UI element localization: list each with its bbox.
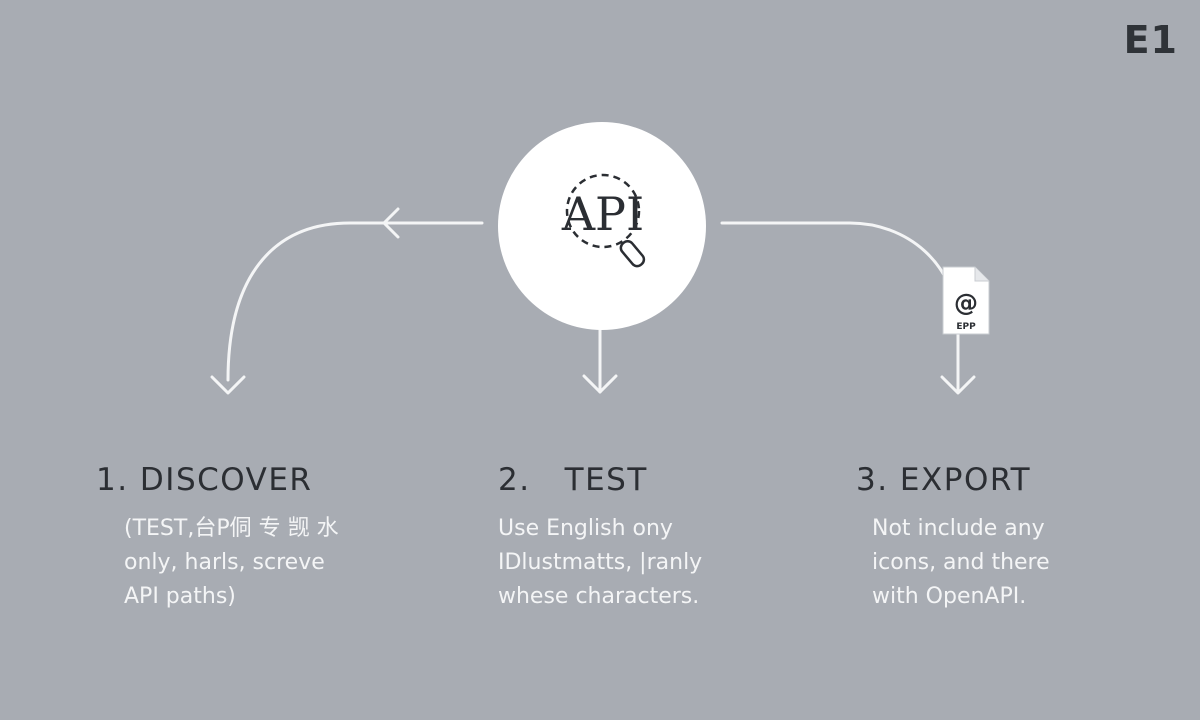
step-test-line: IDlustmatts, |ranly	[498, 550, 703, 575]
step-discover-description: (TEST,台P侗 专 觊 水 only, harls, screve API …	[96, 512, 426, 614]
step-test-line: Use English ony	[498, 516, 673, 541]
step-test-description: Use English ony IDlustmatts, |ranly whes…	[498, 512, 828, 614]
step-test: 2. TEST Use English ony IDlustmatts, |ra…	[498, 462, 828, 614]
step-discover-title: 1. DISCOVER	[96, 462, 313, 498]
step-export: 3. EXPORT Not include any icons, and the…	[856, 462, 1186, 614]
step-export-line: with OpenAPI.	[872, 584, 1027, 609]
arrowhead-down-test-icon	[582, 374, 618, 394]
step-export-title: 3. EXPORT	[856, 462, 1032, 498]
step-discover-line: (TEST,台P侗 专 觊 水	[124, 516, 339, 541]
api-hub-circle	[498, 122, 706, 330]
connector-right	[720, 221, 960, 394]
step-export-line: Not include any	[872, 516, 1045, 541]
step-discover-line: only, harls, screve	[124, 550, 325, 575]
step-export-line: icons, and there	[872, 550, 1050, 575]
api-hub-label: API	[561, 187, 644, 241]
step-discover: 1. DISCOVER (TEST,台P侗 专 觊 水 only, harls,…	[96, 462, 426, 614]
magnifier-icon	[565, 173, 646, 268]
step-export-description: Not include any icons, and there with Op…	[856, 512, 1186, 614]
file-badge-symbol: @	[954, 289, 978, 317]
corner-label: E1	[1123, 18, 1178, 62]
step-test-title: 2. TEST	[498, 462, 648, 498]
file-badge-label: EPP	[956, 322, 976, 332]
arrowhead-down-export-icon	[940, 375, 976, 395]
file-icon: @ EPP	[942, 266, 990, 335]
arrowhead-down-discover-icon	[210, 375, 246, 395]
connector-left	[226, 221, 484, 382]
arrowhead-left-icon	[382, 207, 400, 239]
step-discover-line: API paths)	[124, 584, 236, 609]
step-test-line: whese characters.	[498, 584, 700, 609]
